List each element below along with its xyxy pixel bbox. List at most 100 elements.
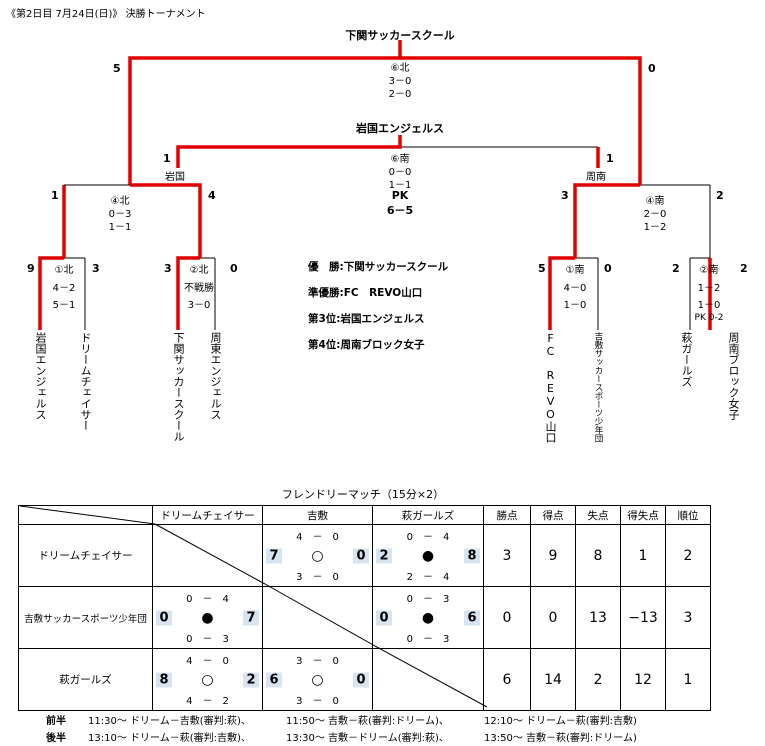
semi-n-score-1: 0－3 [108, 209, 132, 220]
final-right-score: 0 [648, 62, 656, 75]
schedule-item: 13:10～ ドリーム－萩(審判:吉敷)、 [88, 733, 251, 744]
column-header: 萩ガールズ [372, 505, 484, 525]
qf-s2-left-score: 2 [672, 262, 680, 275]
first-half-score: 4 － 0 [296, 532, 339, 543]
team-name: 下関サッカースクール [172, 332, 185, 442]
stat-points: 0 [483, 586, 531, 649]
final-score-1: 3－0 [388, 76, 412, 87]
schedule-item: 13:30～ 吉敷－ドリーム(審判:萩)、 [286, 733, 449, 744]
semi-s-label: ④南 [645, 196, 665, 207]
schedule-item: 11:30～ ドリーム－吉敷(審判:萩)、 [88, 716, 251, 727]
total-against: 2 [243, 672, 259, 687]
total-for: 0 [376, 610, 392, 625]
row-team: ドリームチェイサー [18, 524, 153, 587]
schedule-half: 後半 [46, 733, 66, 744]
schedule-half: 前半 [46, 716, 66, 727]
stat-goals-for: 0 [530, 586, 576, 649]
schedule-item: 13:50～ 吉敷－萩(審判:ドリーム) [484, 733, 637, 744]
qf-n1-right-score: 3 [92, 262, 100, 275]
schedule-item: 12:10～ ドリーム－萩(審判:吉敷) [484, 716, 637, 727]
stat-goals-for: 9 [530, 524, 576, 587]
third-pk-score: 6－5 [386, 204, 414, 217]
schedule-row: 後半 13:10～ ドリーム－萩(審判:吉敷)、 13:30～ 吉敷－ドリーム(審判… [46, 729, 637, 744]
total-for: 0 [156, 610, 172, 625]
first-half-score: 3 － 0 [296, 656, 339, 667]
self-match-cell [152, 524, 263, 587]
semi-n-right-score: 4 [208, 189, 216, 202]
schedule-row: 前半 11:30～ ドリーム－吉敷(審判:萩)、 11:50～ 吉敷－萩(審判:ドリ… [46, 712, 637, 727]
qf-n2-right-score: 0 [230, 262, 238, 275]
result-symbol: ○ [201, 671, 214, 688]
result-symbol: ○ [311, 671, 324, 688]
stat-points: 6 [483, 648, 531, 711]
total-against: 8 [464, 548, 480, 563]
third-label: ⑥南 [390, 154, 410, 165]
match-cell: 0 － 3 0 ● 6 0 － 3 [372, 586, 484, 649]
stat-rank: 1 [665, 648, 711, 711]
friendly-title: フレンドリーマッチ（15分×2） [281, 488, 445, 501]
qf-s2-pk: PK 0-2 [694, 313, 724, 323]
tournament-bracket [38, 40, 712, 330]
qf-s2-label: ②南 [699, 265, 719, 276]
team-name: 周東エンジェルス [209, 332, 222, 420]
result-team: 下関サッカースクール [343, 261, 449, 273]
qf-n1-label: ①北 [54, 265, 74, 276]
schedule-item: 11:50～ 吉敷－萩(審判:ドリーム)、 [286, 716, 449, 727]
semi-s-left-score: 3 [561, 189, 569, 202]
third-left-score: 1 [163, 152, 171, 165]
qf-s2-score-2: 1－0 [697, 300, 721, 311]
column-header: 順位 [665, 505, 711, 525]
column-header: 勝点 [483, 505, 531, 525]
third-pk-label: PK [391, 189, 409, 202]
qf-n1-score-2: 5－1 [52, 300, 76, 311]
stat-goals-against: 8 [575, 524, 621, 587]
stat-goals-against: 2 [575, 648, 621, 711]
self-match-cell [372, 648, 484, 711]
final-winner: 下関サッカースクール [345, 29, 455, 42]
qf-s1-right-score: 0 [604, 262, 612, 275]
semi-s-score-2: 1－2 [643, 222, 667, 233]
stat-rank: 2 [665, 524, 711, 587]
result-symbol: ● [421, 547, 435, 564]
team-name: 吉敷サッカースポーツ少年団 [593, 332, 603, 443]
total-against: 6 [464, 610, 480, 625]
third-score-1: 0－0 [388, 167, 412, 178]
stat-goal-diff: 1 [620, 524, 666, 587]
match-cell: 0 － 4 0 ● 7 0 － 3 [152, 586, 263, 649]
result-team: 岩国エンジェルス [340, 313, 425, 325]
result-team: 周南ブロック女子 [340, 339, 425, 351]
column-header: 失点 [575, 505, 621, 525]
stat-rank: 3 [665, 586, 711, 649]
third-winner: 岩国エンジェルス [356, 122, 444, 135]
match-cell: 0 － 4 2 ● 8 2 － 4 [372, 524, 484, 587]
match-cell: 4 － 0 7 ○ 0 3 － 0 [262, 524, 373, 587]
first-half-score: 4 － 0 [186, 656, 229, 667]
third-left-name: 岩国 [165, 172, 185, 183]
friendly-table: ドリームチェイサー 吉敷 萩ガールズ 勝点 得点 失点 得失点 順位 ドリームチ… [18, 505, 711, 711]
second-half-score: 0 － 3 [406, 634, 450, 645]
third-right-name: 周南 [586, 172, 606, 183]
total-for: 2 [376, 548, 392, 563]
qf-n2-label: ②北 [189, 265, 209, 276]
total-against: 0 [353, 672, 369, 687]
qf-s2-score-1: 1－2 [697, 283, 721, 294]
first-half-score: 0 － 4 [406, 532, 450, 543]
semi-n-label: ④北 [110, 196, 130, 207]
second-half-score: 2 － 4 [406, 572, 450, 583]
total-for: 6 [266, 672, 282, 687]
total-for: 7 [266, 548, 282, 563]
qf-s1-score-2: 1－0 [563, 300, 587, 311]
team-name: 萩ガールズ [680, 332, 693, 387]
table-row: 吉敷サッカースポーツ少年団 0 － 4 0 ● 7 0 － 3 0 － 3 0 … [18, 586, 711, 649]
qf-s1-left-score: 5 [538, 262, 546, 275]
stat-goal-diff: −13 [620, 586, 666, 649]
result-row: 優 勝:下関サッカースクール [308, 259, 448, 274]
result-label: 第4位: [308, 339, 341, 351]
team-name: 周南ブロック女子 [727, 332, 740, 420]
semi-s-score-1: 2－0 [643, 209, 667, 220]
second-half-score: 4 － 2 [186, 696, 229, 707]
team-name: ドリームチェイサー [79, 332, 92, 431]
qf-n1-left-score: 9 [27, 262, 35, 275]
qf-n2-score-1: 不戦勝 [184, 283, 214, 294]
team-name: FC REVO山口 [544, 332, 557, 443]
